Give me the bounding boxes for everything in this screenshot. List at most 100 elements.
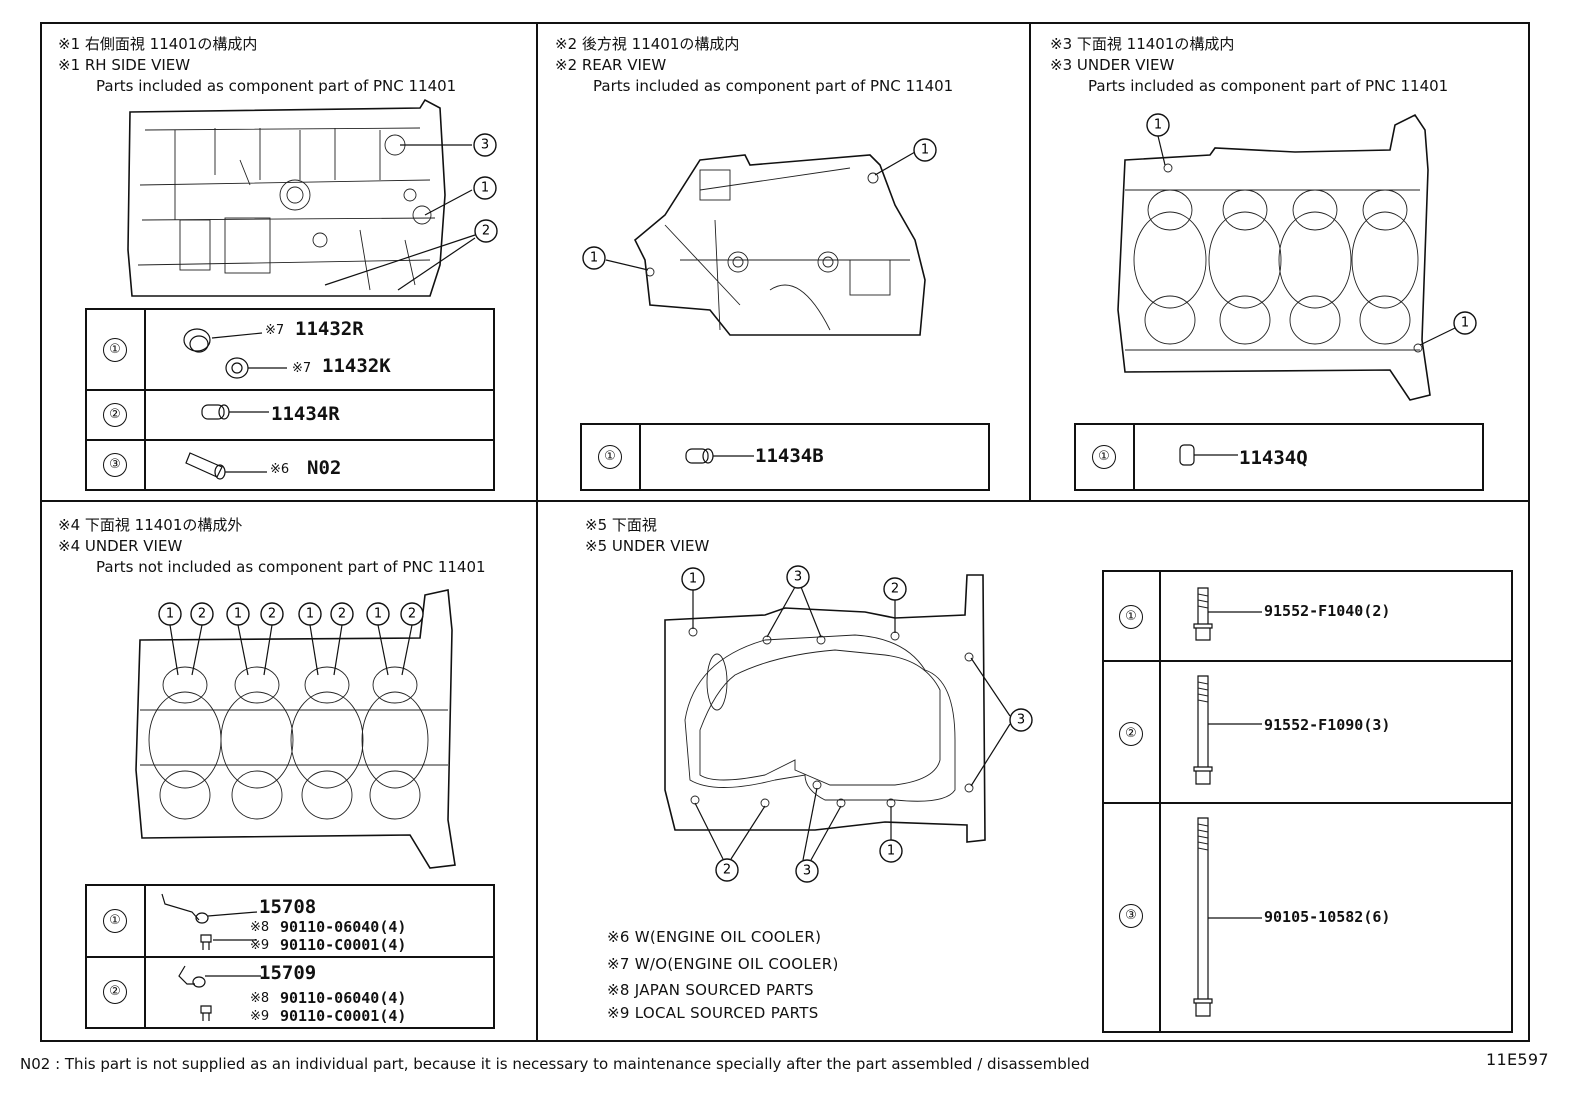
table-row: ① 15708 ※8 90110-06040(4) ※9 90110-C0001… bbox=[87, 886, 493, 956]
panel2-title-jp: ※2 後方視 11401の構成内 bbox=[555, 35, 740, 53]
bolt-icon bbox=[1193, 817, 1262, 1017]
callout-2: 2 bbox=[408, 607, 416, 622]
note-6: ※6 W(ENGINE OIL COOLER) bbox=[607, 928, 822, 946]
panel5-bolts-table: ① 91552-F1040(2) ② 91552-F1090(3) ③ 9010… bbox=[1102, 570, 1513, 1033]
dowel-pin-icon bbox=[685, 448, 754, 464]
under-view-drawing: 1 1 bbox=[1117, 113, 1477, 401]
part-number-90105-10582: 90105-10582(6) bbox=[1264, 908, 1391, 926]
panel3-title-en: ※3 UNDER VIEW bbox=[1050, 56, 1175, 74]
dowel-pin-icon bbox=[1179, 444, 1238, 466]
callout-3: 3 bbox=[481, 138, 489, 153]
ref-mark: ※9 bbox=[250, 1009, 270, 1024]
part-number-91552-F1040: 91552-F1040(2) bbox=[1264, 602, 1391, 620]
callout-2: 2 bbox=[198, 607, 206, 622]
row-callout: ① bbox=[1119, 605, 1143, 629]
table-row: ① ※7 11432R ※7 11432K bbox=[87, 310, 493, 389]
part-number-91552-F1090: 91552-F1090(3) bbox=[1264, 716, 1391, 734]
table-row: ① 11434Q bbox=[1076, 425, 1482, 489]
panel2-parts-table: ① 11434B bbox=[580, 423, 990, 491]
row-callout: ① bbox=[1092, 445, 1116, 469]
callout-3: 3 bbox=[1017, 713, 1025, 728]
row-callout: ② bbox=[1119, 722, 1143, 746]
figure-code: 11E597 bbox=[1486, 1050, 1549, 1069]
panel3-title-jp: ※3 下面視 11401の構成内 bbox=[1050, 35, 1235, 53]
ref-mark: ※7 bbox=[292, 361, 312, 376]
part-number-bolt: 90110-C0001(4) bbox=[280, 936, 407, 954]
callout-1: 1 bbox=[234, 607, 242, 622]
table-row: ① 11434B bbox=[582, 425, 988, 489]
callout-3: 3 bbox=[803, 864, 811, 879]
table-row: ③ ※6 N02 bbox=[87, 439, 493, 491]
callout-1: 1 bbox=[887, 844, 895, 859]
callout-1: 1 bbox=[590, 251, 598, 266]
under-view-jets-drawing: 1 2 1 2 1 2 1 2 bbox=[135, 589, 456, 869]
dowel-pin-icon bbox=[201, 404, 269, 420]
callout-2: 2 bbox=[891, 582, 899, 597]
part-number-11434Q: 11434Q bbox=[1239, 447, 1308, 469]
table-row: ② 15709 ※8 90110-06040(4) ※9 90110-C0001… bbox=[87, 956, 493, 1029]
callout-1: 1 bbox=[166, 607, 174, 622]
note-7: ※7 W/O(ENGINE OIL COOLER) bbox=[607, 955, 839, 973]
callout-1: 1 bbox=[689, 572, 697, 587]
part-number-N02: N02 bbox=[307, 457, 342, 479]
table-row: ② 91552-F1090(3) bbox=[1104, 660, 1511, 804]
part-number-11432R: 11432R bbox=[295, 318, 364, 340]
callout-1: 1 bbox=[374, 607, 382, 622]
part-number-bolt: 90110-06040(4) bbox=[280, 918, 407, 936]
callout-1: 1 bbox=[481, 181, 489, 196]
row-callout: ① bbox=[103, 909, 127, 933]
callout-2: 2 bbox=[482, 224, 490, 239]
panel2-title-en: ※2 REAR VIEW bbox=[555, 56, 667, 74]
sleeve-icon bbox=[185, 452, 267, 480]
panel4-title-jp: ※4 下面視 11401の構成外 bbox=[58, 516, 243, 534]
callout-3: 3 bbox=[794, 570, 802, 585]
table-row: ② 11434R bbox=[87, 389, 493, 441]
panel5-title-en: ※5 UNDER VIEW bbox=[585, 537, 710, 555]
panel1-title-jp: ※1 右側面視 11401の構成内 bbox=[58, 35, 258, 53]
table-row: ① 91552-F1040(2) bbox=[1104, 572, 1511, 660]
ref-mark: ※6 bbox=[270, 462, 290, 477]
row-callout: ③ bbox=[1119, 904, 1143, 928]
callout-2: 2 bbox=[723, 863, 731, 878]
callout-1: 1 bbox=[306, 607, 314, 622]
panel3-parts-table: ① 11434Q bbox=[1074, 423, 1484, 491]
panel2-caption: ※2 後方視 11401の構成内 ※2 REAR VIEW Parts incl… bbox=[555, 34, 953, 97]
rh-side-view-drawing: 3 1 2 bbox=[127, 98, 498, 297]
part-number-bolt: 90110-06040(4) bbox=[280, 989, 407, 1007]
callout-2: 2 bbox=[338, 607, 346, 622]
part-number-15709: 15709 bbox=[259, 962, 317, 984]
panel2-description: Parts included as component part of PNC … bbox=[593, 77, 954, 95]
oil-pan-flange-drawing: 1 3 2 3 2 3 1 bbox=[664, 565, 1033, 883]
divider bbox=[1029, 22, 1031, 502]
panel5-title-jp: ※5 下面視 bbox=[585, 516, 657, 534]
row-callout: ① bbox=[598, 445, 622, 469]
panel4-caption: ※4 下面視 11401の構成外 ※4 UNDER VIEW Parts not… bbox=[58, 515, 486, 578]
panel3-caption: ※3 下面視 11401の構成内 ※3 UNDER VIEW Parts inc… bbox=[1050, 34, 1448, 97]
row-callout: ① bbox=[103, 338, 127, 362]
panel1-parts-table: ① ※7 11432R ※7 11432K ② 11434R ③ ※6 N02 bbox=[85, 308, 495, 491]
panel4-title-en: ※4 UNDER VIEW bbox=[58, 537, 183, 555]
part-number-15708: 15708 bbox=[259, 896, 317, 918]
plug-icon bbox=[183, 328, 287, 379]
oil-jet-icon bbox=[178, 965, 261, 1021]
callout-2: 2 bbox=[268, 607, 276, 622]
part-number-11432K: 11432K bbox=[322, 355, 391, 377]
divider bbox=[536, 22, 538, 1042]
divider bbox=[40, 500, 1530, 502]
row-callout: ③ bbox=[103, 453, 127, 477]
panel4-description: Parts not included as component part of … bbox=[96, 558, 486, 576]
ref-mark: ※8 bbox=[250, 920, 270, 935]
part-number-bolt: 90110-C0001(4) bbox=[280, 1007, 407, 1025]
part-number-11434R: 11434R bbox=[271, 403, 340, 425]
callout-1: 1 bbox=[1461, 316, 1469, 331]
note-8: ※8 JAPAN SOURCED PARTS bbox=[607, 981, 814, 999]
callout-1: 1 bbox=[921, 143, 929, 158]
bolt-icon bbox=[1193, 587, 1262, 641]
panel1-caption: ※1 右側面視 11401の構成内 ※1 RH SIDE VIEW Parts … bbox=[58, 34, 456, 97]
panel5-caption: ※5 下面視 ※5 UNDER VIEW bbox=[585, 515, 709, 557]
rear-view-drawing: 1 1 bbox=[582, 138, 937, 336]
panel1-title-en: ※1 RH SIDE VIEW bbox=[58, 56, 191, 74]
part-number-11434B: 11434B bbox=[755, 445, 824, 467]
row-callout: ② bbox=[103, 980, 127, 1004]
callout-1: 1 bbox=[1154, 118, 1162, 133]
